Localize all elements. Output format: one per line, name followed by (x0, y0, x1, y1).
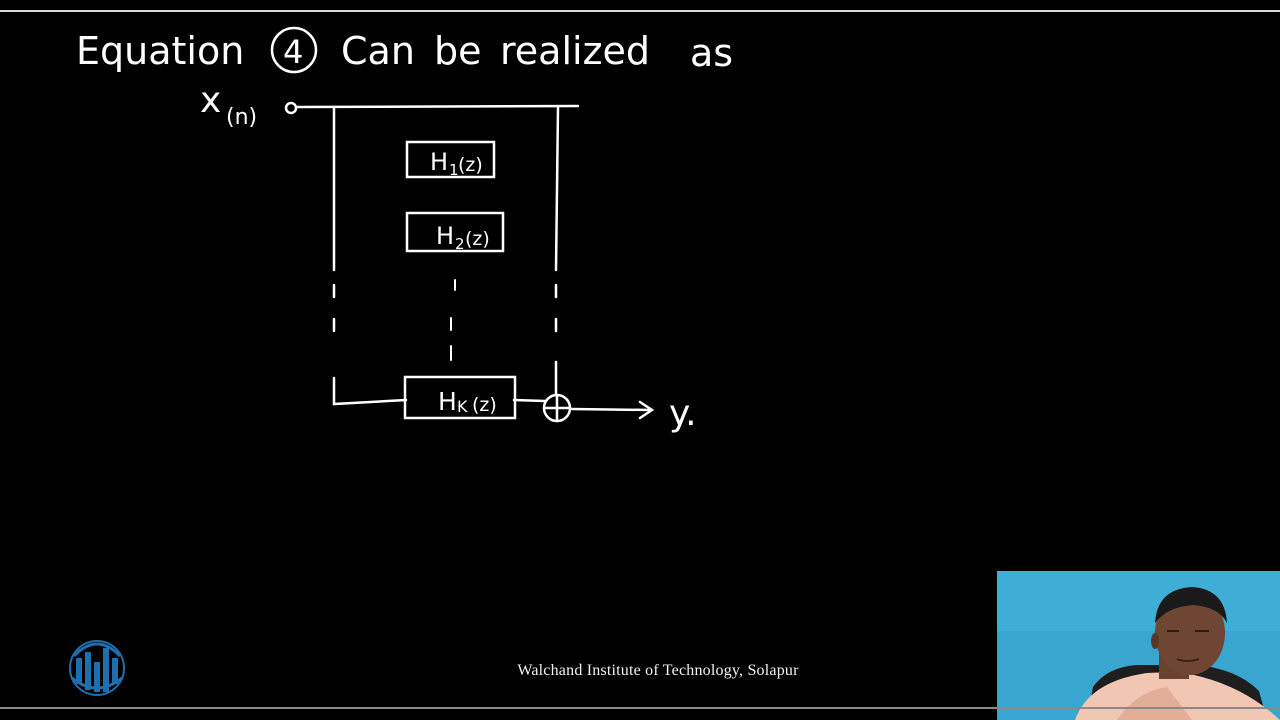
top-divider (0, 10, 1280, 12)
middle-dots (450, 279, 456, 361)
filter-hk-sub: K (457, 397, 468, 416)
filter-h1-sub: 1 (449, 161, 459, 179)
input-bus (294, 104, 580, 109)
filter-h2-sub: 2 (455, 235, 465, 253)
filter-hk-arg: (z) (472, 394, 497, 416)
heading-word-can: Can (341, 29, 415, 73)
filter-h1-base: H (430, 148, 448, 176)
summing-junction-cross (542, 393, 572, 423)
filter-h2-arg: (z) (465, 228, 490, 250)
filter-hk-base: H (438, 387, 457, 416)
equation-number: 4 (283, 33, 303, 71)
filter-block-h1: H 1 (z) (405, 140, 496, 179)
input-label: x (n) (200, 80, 257, 130)
right-rail-solid (554, 106, 560, 272)
institute-caption: Walchand Institute of Technology, Solapu… (517, 662, 799, 679)
input-node (284, 101, 298, 115)
left-rail-lower (332, 376, 408, 406)
input-symbol: x (200, 80, 221, 121)
heading-word-as: as (690, 31, 733, 75)
hk-to-adder-wire (512, 398, 547, 403)
institute-logo (69, 640, 125, 696)
filter-block-hk: H K (z) (403, 375, 517, 420)
heading-word-equation: Equation (76, 29, 244, 73)
heading-word-realized: realized (500, 29, 650, 73)
filter-h1-arg: (z) (458, 154, 483, 176)
equation-number-circle (270, 26, 318, 74)
output-label: y. (669, 393, 697, 434)
filter-block-h2: H 2 (z) (405, 211, 505, 253)
signal-wires (284, 101, 655, 423)
webcam-inset (997, 571, 1280, 720)
presenter-video (997, 571, 1280, 720)
output-arrow (570, 400, 655, 420)
bottom-divider (0, 707, 1280, 709)
heading-word-be: be (434, 29, 482, 73)
heading: Equation 4 Can be realized as (76, 26, 733, 75)
input-index: (n) (226, 105, 257, 130)
filter-h2-base: H (436, 222, 454, 250)
